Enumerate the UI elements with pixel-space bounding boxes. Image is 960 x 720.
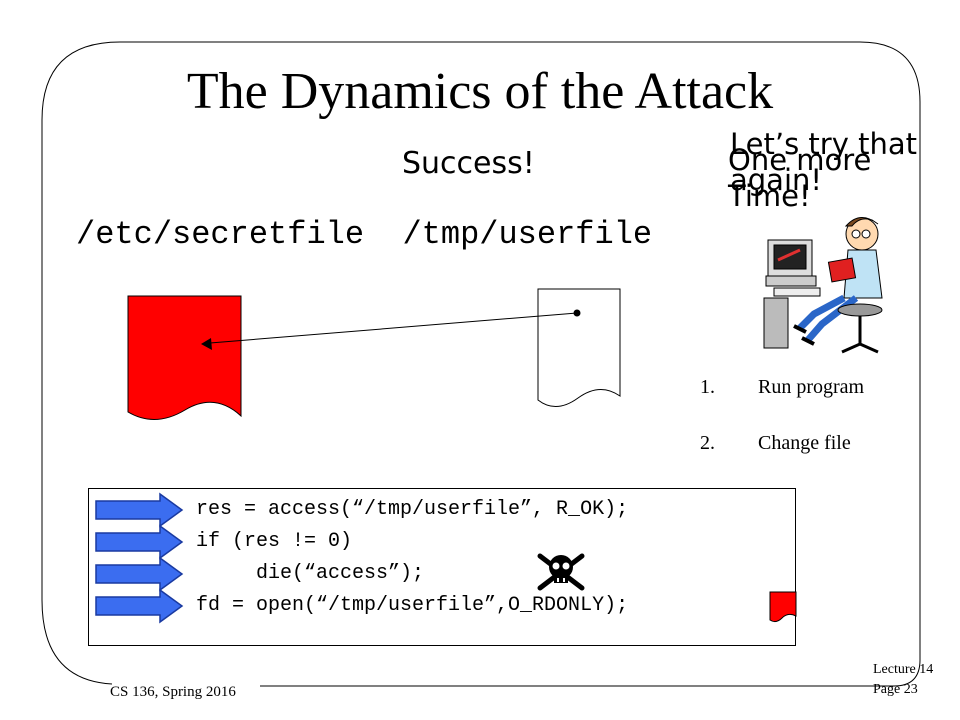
opened-secret-file-icon xyxy=(769,591,797,623)
execution-arrow-icon xyxy=(95,556,184,592)
user-file-path: /tmp/userfile xyxy=(402,216,653,253)
list-item: 2. Change file xyxy=(700,432,864,488)
secret-file-icon xyxy=(127,295,242,420)
code-line: if (res != 0) xyxy=(196,530,353,553)
footer-lecture: Lecture 14 xyxy=(873,662,934,677)
execution-arrow-icon xyxy=(95,524,184,560)
callout-one-more-text: One more Time! xyxy=(728,143,872,213)
execution-arrow-icon xyxy=(95,588,184,624)
step-label: Change file xyxy=(758,432,851,454)
step-number: 2. xyxy=(700,432,715,454)
slide-title: The Dynamics of the Attack xyxy=(186,63,774,120)
code-line: res = access(“/tmp/userfile”, R_OK); xyxy=(196,498,629,521)
step-number: 1. xyxy=(700,376,715,398)
nerd-at-computer-clipart xyxy=(763,217,883,354)
success-label: Success! xyxy=(402,146,535,181)
secret-file-path: /etc/secretfile xyxy=(76,216,365,253)
execution-arrow-icon xyxy=(95,492,184,528)
symlink-arrow xyxy=(209,312,578,344)
code-line: die(“access”); xyxy=(196,562,425,585)
footer-page: Page 23 xyxy=(873,682,918,697)
file-paths-row: /etc/secretfile /tmp/userfile xyxy=(76,216,652,253)
user-file-icon xyxy=(537,288,621,407)
code-line: fd = open(“/tmp/userfile”,O_RDONLY); xyxy=(196,594,629,617)
list-item: 1. Run program xyxy=(700,376,864,432)
step-label: Run program xyxy=(758,376,865,398)
skull-crossbones-icon xyxy=(537,553,585,591)
callout-retry-text: Let’s try that again! xyxy=(730,127,917,197)
footer-lecture-page: Lecture 14 Page 23 xyxy=(873,660,933,700)
code-box xyxy=(88,488,796,646)
symlink-arrowhead xyxy=(201,338,212,350)
footer-course: CS 136, Spring 2016 xyxy=(110,684,236,700)
steps-list: 1. Run program 2. Change file xyxy=(700,376,864,488)
